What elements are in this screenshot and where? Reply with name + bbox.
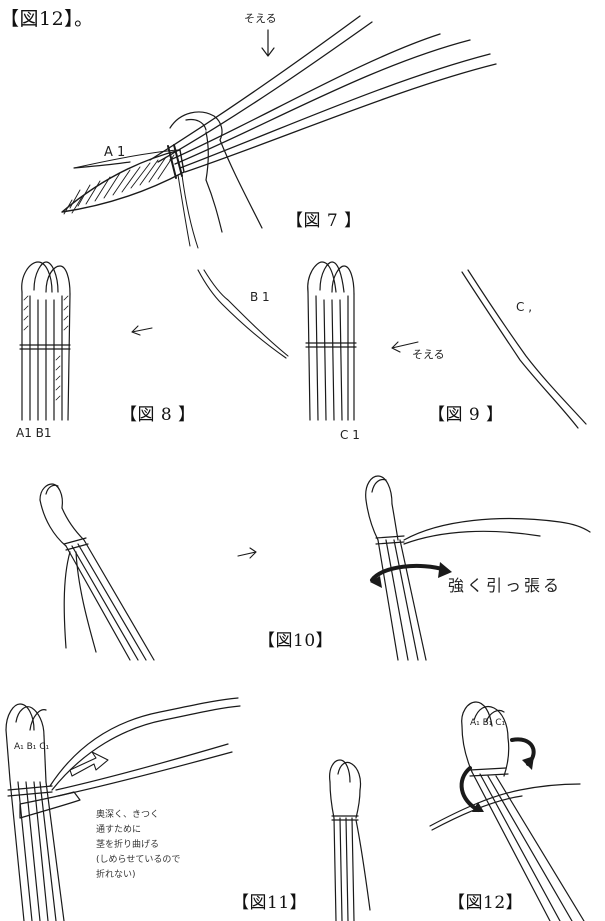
- fig11-note-line: 折れない): [96, 868, 180, 883]
- fig12-abc-label: A₁ B₁ C₁: [470, 718, 505, 728]
- fig11-note-line: 茎を折り曲げる: [96, 838, 180, 853]
- fig12-caption: 【図12】: [448, 888, 523, 913]
- fig11-note-line: 奥深く、きつく: [96, 808, 180, 823]
- fig11-caption: 【図11】: [232, 888, 307, 913]
- fig11-note-line: 通すために: [96, 823, 180, 838]
- fig11-note-line: (しめらせているので: [96, 853, 180, 868]
- fig11-abc-label: A₁ B₁ C₁: [14, 742, 49, 752]
- fig11-note: 奥深く、きつく 通すために 茎を折り曲げる (しめらせているので 折れない): [96, 808, 180, 883]
